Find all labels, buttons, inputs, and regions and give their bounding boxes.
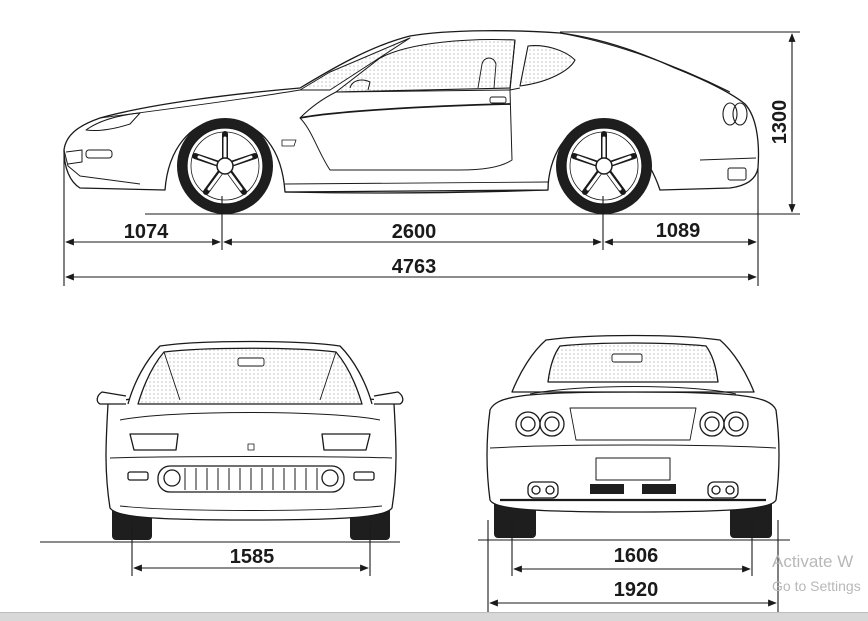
side-view (63, 30, 760, 194)
rear-track-label: 1606 (614, 545, 659, 567)
front-view (96, 340, 404, 540)
activation-watermark-subtitle: Go to Settings (772, 578, 861, 594)
front-track-label: 1585 (230, 546, 275, 568)
rear-dimension-lines (478, 520, 790, 612)
wheelbase-label: 2600 (392, 221, 437, 243)
activation-watermark-title: Activate W (772, 552, 854, 571)
rear-view (486, 334, 780, 538)
rear-overhang-label: 1089 (656, 220, 701, 242)
front-windscreen (137, 347, 363, 405)
overall-width-label: 1920 (614, 579, 659, 601)
side-rear-window (519, 45, 576, 87)
side-front-wheel (177, 118, 273, 214)
front-overhang-label: 1074 (124, 221, 169, 243)
side-dimension-lines (63, 31, 800, 286)
rear-window (547, 342, 719, 383)
side-windscreen (299, 37, 411, 91)
overall-length-label: 4763 (392, 256, 437, 278)
side-rear-wheel (556, 118, 652, 214)
side-door (299, 89, 513, 171)
taskbar-strip (0, 612, 868, 621)
height-label: 1300 (769, 100, 791, 145)
front-dimension-lines (40, 522, 400, 576)
